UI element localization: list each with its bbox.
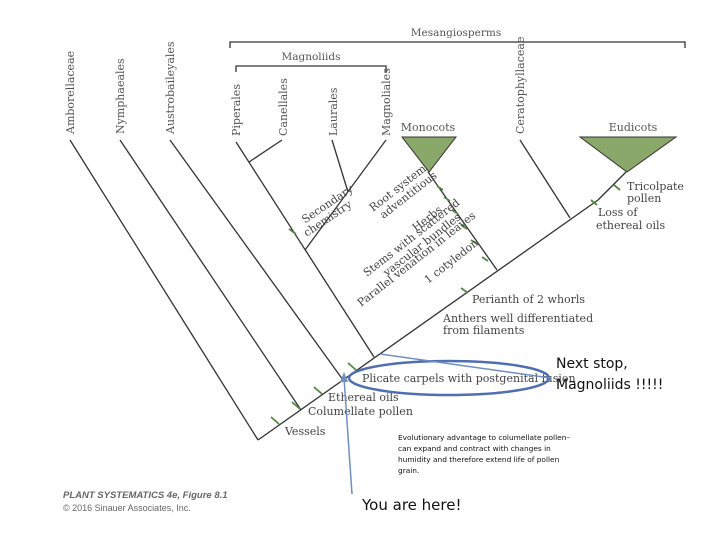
piperales-canellales-branch <box>248 139 283 163</box>
next-stop-line2: Magnoliids !!!!! <box>556 377 664 393</box>
nymphaeales-branch <box>119 139 302 411</box>
taxon-ceratophyllaceae: Ceratophyllaceae <box>514 37 527 134</box>
taxon-laurales: Laurales <box>327 87 340 136</box>
laurales-branch <box>331 139 349 193</box>
taxon-labels: Amborellaceae Nymphaeales Austrobaileyal… <box>64 37 658 136</box>
mesangiosperms-bracket: Mesangiosperms <box>229 27 686 48</box>
char-loss-oils-line1: Loss of <box>598 206 638 219</box>
backbone-branch <box>257 199 599 441</box>
figure-copyright: © 2016 Sinauer Associates, Inc. <box>63 503 191 513</box>
next-stop-callout: Next stop, Magnoliids !!!!! <box>556 354 716 396</box>
mesangiosperms-label: Mesangiosperms <box>411 27 501 39</box>
eudicots-branch <box>597 171 627 201</box>
taxon-monocots: Monocots <box>401 121 456 134</box>
columellate-note: Evolutionary advantage to columellate po… <box>398 433 571 475</box>
amborellaceae-branch <box>69 139 259 441</box>
you-are-here-callout: You are here! <box>362 496 462 514</box>
taxon-piperales: Piperales <box>230 84 243 136</box>
taxon-amborellaceae: Amborellaceae <box>64 51 77 135</box>
char-tricolpate-line1: Tricolpate <box>627 180 684 193</box>
char-ethereal-oils: Ethereal oils <box>328 391 399 404</box>
magnoliids-bracket: Magnoliids <box>235 51 387 72</box>
tree-branches <box>69 139 627 441</box>
monocots-clade-triangle <box>400 136 458 173</box>
next-stop-arrow <box>379 353 552 379</box>
taxon-austrobaileyales: Austrobaileyales <box>164 41 177 135</box>
next-stop-line1: Next stop, <box>556 356 628 372</box>
taxon-nymphaeales: Nymphaeales <box>114 58 127 134</box>
you-are-here-arrow <box>343 377 353 495</box>
char-loss-oils-line2: ethereal oils <box>596 219 666 232</box>
char-vessels: Vessels <box>284 425 326 438</box>
laurales-magnoliales-stem <box>304 139 387 251</box>
char-secondary-chemistry: Secondary chemistry <box>299 182 356 240</box>
taxon-canellales: Canellales <box>277 78 290 136</box>
char-anthers-line2: from filaments <box>443 324 525 337</box>
char-tricolpate-line2: pollen <box>627 192 661 205</box>
taxon-eudicots: Eudicots <box>609 121 658 134</box>
eudicots-clade-triangle <box>578 136 678 173</box>
char-perianth: Perianth of 2 whorls <box>472 293 585 306</box>
char-anthers-line1: Anthers well differentiated <box>442 312 593 325</box>
austrobaileyales-branch <box>169 139 344 381</box>
you-are-here-arrowhead <box>340 372 348 382</box>
char-columellate-pollen: Columellate pollen <box>308 405 413 418</box>
synapomorphy-ticks <box>270 184 621 425</box>
magnoliids-label: Magnoliids <box>281 51 340 63</box>
character-labels: Vessels Ethereal oils Columellate pollen… <box>284 162 684 438</box>
taxon-magnoliales: Magnoliales <box>380 68 393 136</box>
ceratophyllaceae-branch <box>519 139 571 219</box>
figure-credit-title: PLANT SYSTEMATICS 4e, Figure 8.1 <box>63 490 228 501</box>
char-plicate-carpels: Plicate carpels with postgenital fusion <box>362 372 576 385</box>
